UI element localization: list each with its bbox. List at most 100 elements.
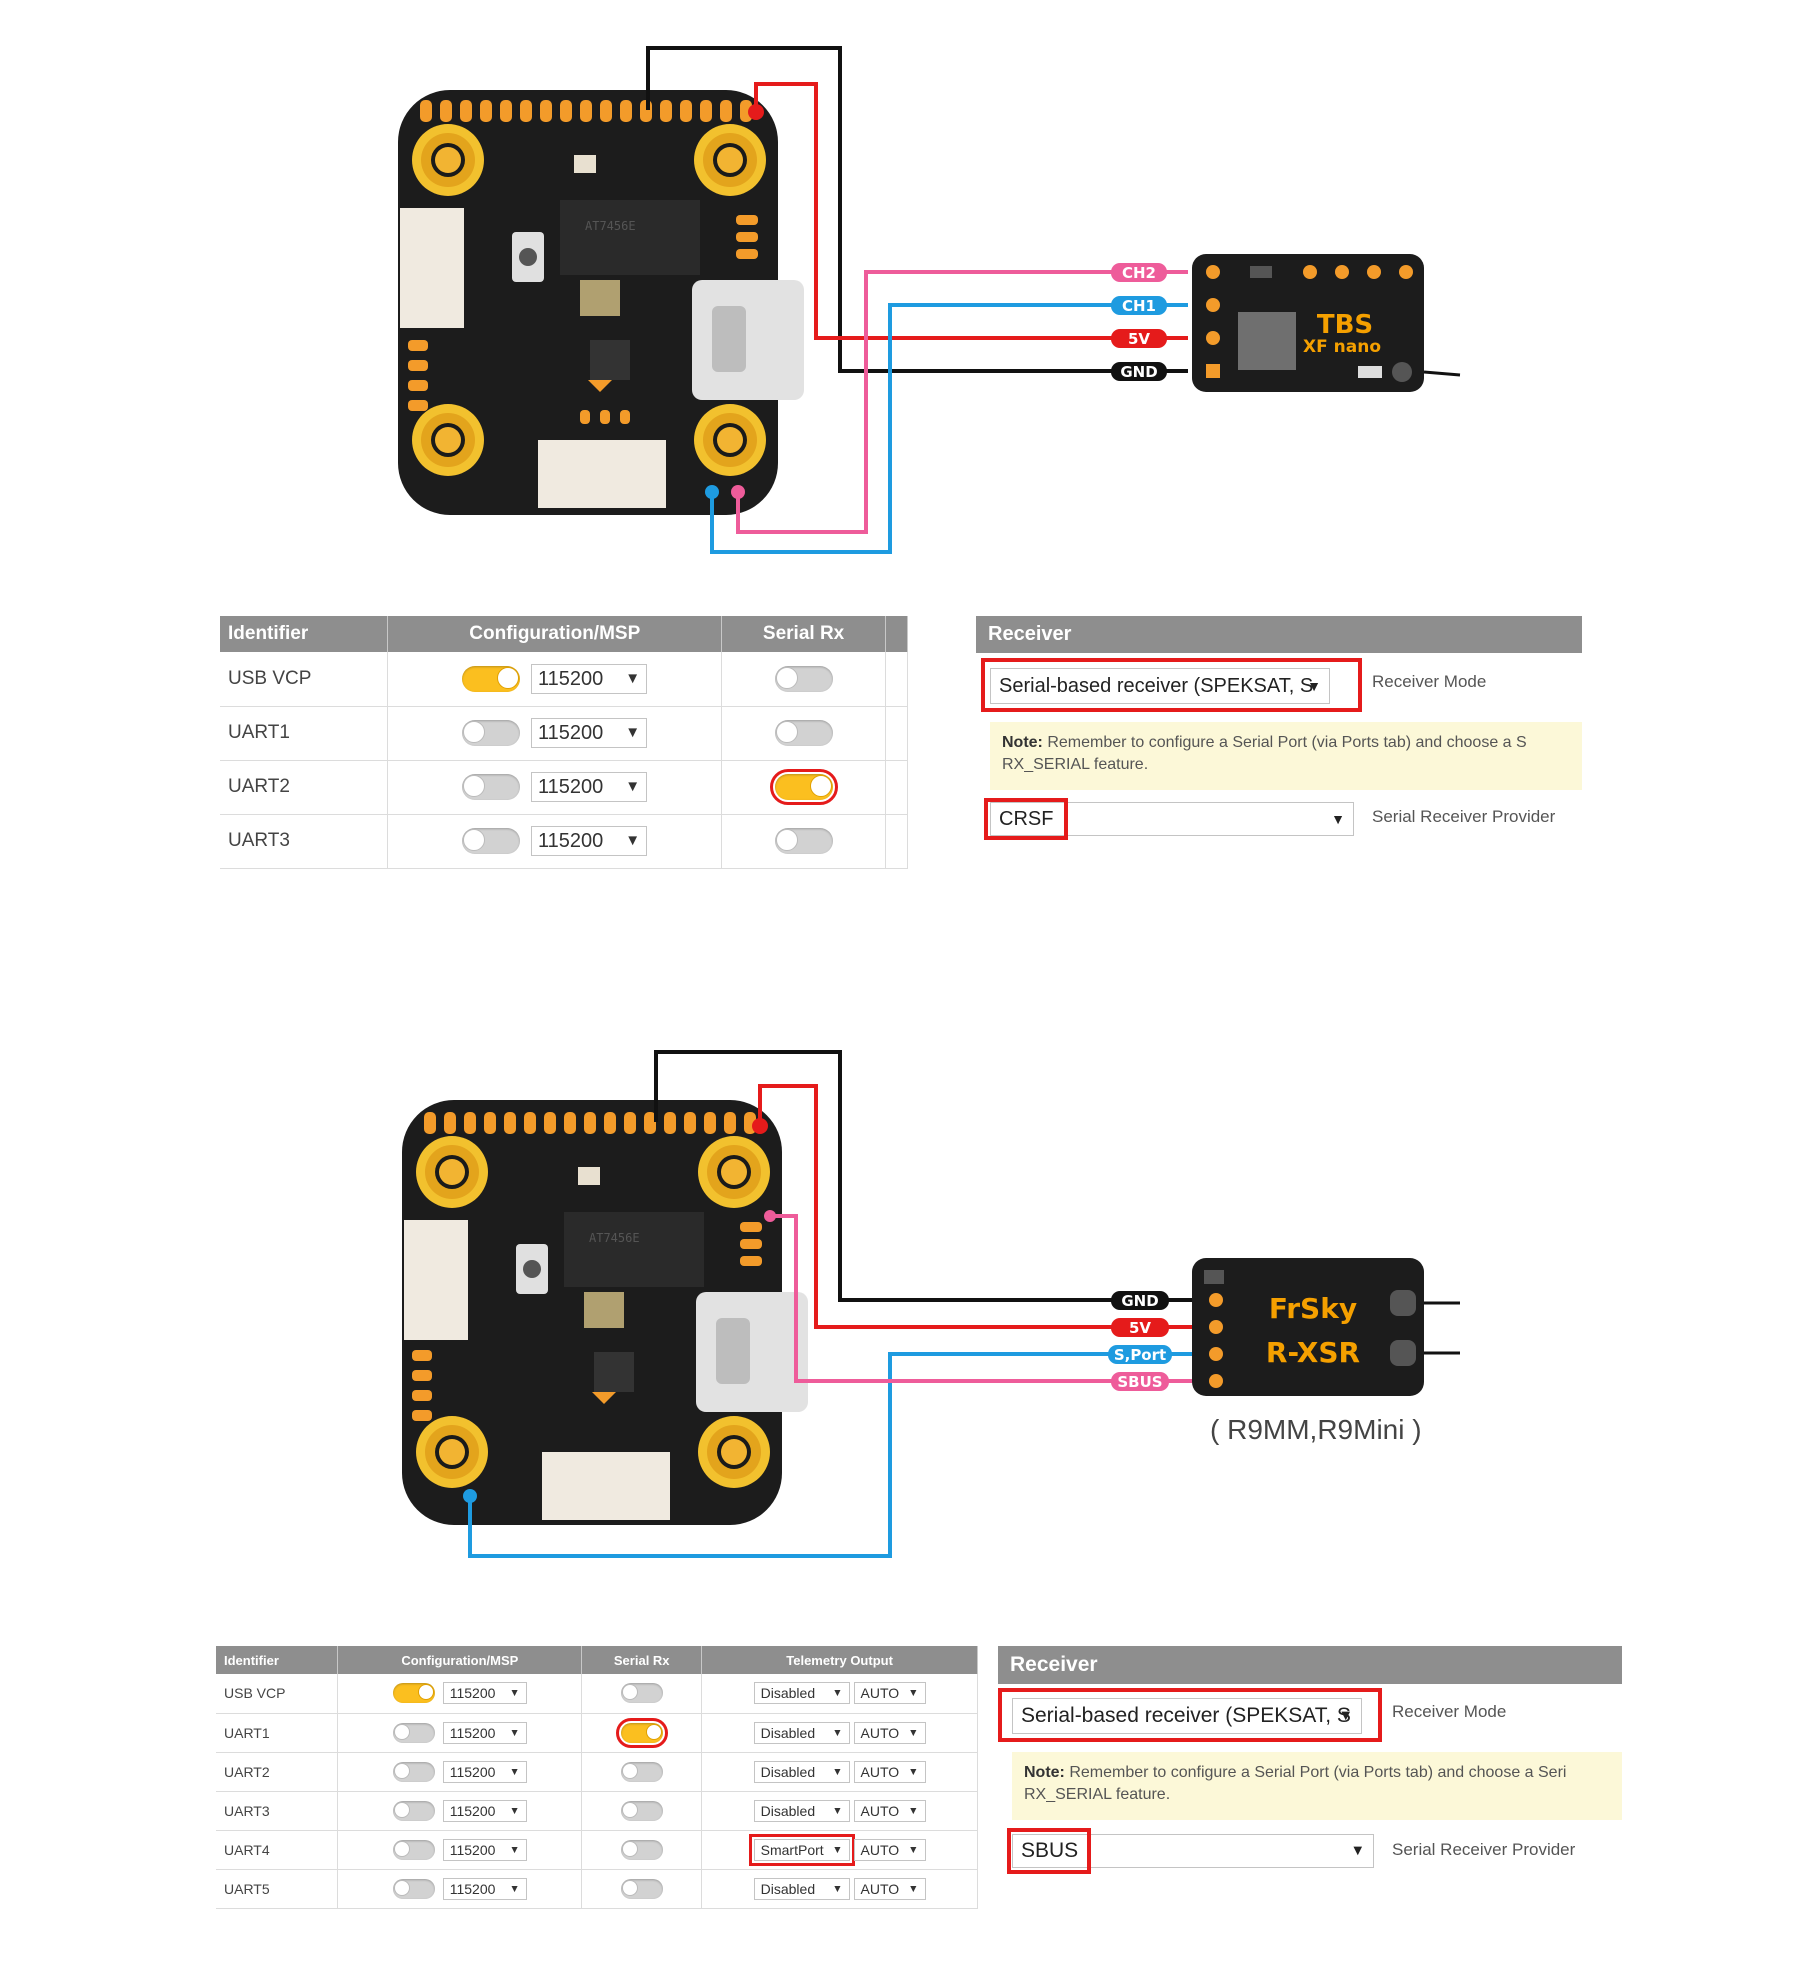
- baud-rate-select[interactable]: 115200▼: [531, 663, 648, 694]
- toggle-knob: [621, 1840, 638, 1857]
- port-row: UART2 115200▼Disabled▼ AUTO▼: [216, 1752, 978, 1792]
- toggle-off[interactable]: [392, 1761, 435, 1782]
- svg-text:AT7456E: AT7456E: [589, 1231, 640, 1245]
- toggle-on[interactable]: [615, 1717, 668, 1748]
- toggle-knob: [393, 1840, 410, 1857]
- pin-sbus-label: SBUS: [1117, 1373, 1162, 1391]
- toggle-off[interactable]: [620, 1878, 663, 1899]
- toggle-knob: [463, 829, 486, 851]
- toggle-on[interactable]: [769, 769, 838, 805]
- port-row: UART1 115200▼Disabled▼ AUTO▼: [216, 1713, 978, 1753]
- telemetry-cell: Disabled▼ AUTO▼: [701, 1752, 978, 1792]
- telemetry-baud-select[interactable]: AUTO▼: [853, 1760, 926, 1783]
- config-msp-cell: 115200▼: [337, 1830, 583, 1870]
- toggle-off[interactable]: [462, 828, 521, 854]
- ports-table-1: Identifier Configuration/MSP Serial Rx U…: [220, 616, 908, 869]
- baud-rate-select[interactable]: 115200▼: [442, 1721, 527, 1744]
- toggle-off[interactable]: [774, 665, 833, 692]
- toggle-off[interactable]: [620, 1800, 663, 1821]
- telemetry-select[interactable]: Disabled▼: [753, 1682, 850, 1705]
- telemetry-baud-select[interactable]: AUTO▼: [853, 1799, 926, 1822]
- port-identifier: UART3: [220, 814, 389, 869]
- baud-rate-select[interactable]: 115200▼: [531, 772, 648, 802]
- serial-rx-cell: [721, 814, 886, 869]
- telemetry-baud-select[interactable]: AUTO▼: [853, 1721, 926, 1744]
- toggle-on[interactable]: [462, 665, 521, 692]
- toggle-off[interactable]: [620, 1839, 663, 1860]
- toggle-on[interactable]: [392, 1683, 435, 1704]
- toggle-off[interactable]: [392, 1839, 435, 1860]
- wires-2: [468, 1050, 1192, 1558]
- toggle-knob: [621, 1879, 638, 1896]
- chevron-down-icon: ▼: [625, 832, 641, 849]
- toggle-knob: [497, 666, 520, 689]
- chevron-down-icon: ▼: [908, 1726, 919, 1739]
- serial-receiver-provider-select[interactable]: SBUS▼: [1012, 1834, 1374, 1868]
- telemetry-select[interactable]: SmartPort▼: [748, 1833, 855, 1866]
- chevron-down-icon: ▼: [509, 1843, 520, 1856]
- col-identifier: Identifier: [220, 616, 389, 652]
- toggle-off[interactable]: [462, 774, 521, 800]
- pin-ch1-label: CH1: [1122, 297, 1156, 315]
- port-row: UART2 115200▼: [220, 760, 908, 815]
- port-identifier: UART2: [220, 760, 389, 815]
- col-telemetry-output: Telemetry Output: [701, 1646, 978, 1674]
- pin-labels-1: CH2 CH1 5V GND: [1111, 263, 1167, 381]
- chevron-down-icon: ▼: [509, 1765, 520, 1778]
- col-config-msp: Configuration/MSP: [387, 616, 723, 652]
- serial-rx-cell: [581, 1869, 703, 1909]
- serial-rx-cell: [581, 1713, 703, 1753]
- toggle-off[interactable]: [392, 1878, 435, 1899]
- baud-rate-select[interactable]: 115200▼: [531, 718, 648, 748]
- chevron-down-icon: ▼: [908, 1843, 919, 1856]
- toggle-off[interactable]: [392, 1722, 435, 1743]
- ports-table-2: Identifier Configuration/MSP Serial Rx T…: [216, 1646, 978, 1909]
- config-msp-cell: 115200▼: [337, 1713, 583, 1753]
- frsky-logo-text: FrSky: [1269, 1292, 1357, 1325]
- serial-rx-cell: [721, 760, 886, 815]
- telemetry-select[interactable]: Disabled▼: [753, 1799, 850, 1822]
- baud-rate-select[interactable]: 115200▼: [531, 826, 648, 856]
- receiver-mode-select[interactable]: Serial-based receiver (SPEKSAT, S▼: [1012, 1698, 1362, 1734]
- toggle-off[interactable]: [392, 1800, 435, 1821]
- telemetry-select[interactable]: Disabled▼: [753, 1721, 850, 1744]
- chevron-down-icon: ▼: [509, 1804, 520, 1817]
- telemetry-select[interactable]: Disabled▼: [753, 1760, 850, 1783]
- serial-port-note: Note: Remember to configure a Serial Por…: [1012, 1752, 1622, 1820]
- provider-label: Serial Receiver Provider: [1372, 807, 1556, 826]
- toggle-off[interactable]: [774, 720, 833, 746]
- chevron-down-icon: ▼: [1350, 1843, 1365, 1859]
- toggle-off[interactable]: [620, 1761, 663, 1782]
- highlight-box: [981, 658, 1362, 712]
- pin-5v-label: 5V: [1128, 330, 1150, 348]
- baud-rate-select[interactable]: 115200▼: [442, 1799, 527, 1822]
- receiver-compat-caption: ( R9MM,R9Mini ): [1210, 1414, 1422, 1445]
- telemetry-cell: SmartPort▼ AUTO▼: [701, 1830, 978, 1870]
- receiver-mode-select[interactable]: Serial-based receiver (SPEKSAT, S▼: [990, 668, 1330, 704]
- port-identifier: UART3: [216, 1791, 339, 1831]
- toggle-knob: [393, 1762, 410, 1779]
- telemetry-baud-select[interactable]: AUTO▼: [853, 1877, 926, 1900]
- port-row: UART5 115200▼Disabled▼ AUTO▼: [216, 1869, 978, 1909]
- toggle-off[interactable]: [774, 828, 833, 854]
- serial-receiver-provider-select[interactable]: CRSF▼: [990, 802, 1354, 836]
- telemetry-baud-select[interactable]: AUTO▼: [853, 1682, 926, 1705]
- serial-rx-cell: [721, 706, 886, 761]
- pin-5v-label: 5V: [1129, 1319, 1151, 1337]
- col-serial-rx: Serial Rx: [581, 1646, 703, 1674]
- baud-rate-select[interactable]: 115200▼: [442, 1682, 527, 1705]
- toggle-off[interactable]: [462, 720, 521, 746]
- receiver-panel-2: Receiver Serial-based receiver (SPEKSAT,…: [998, 1646, 1622, 1874]
- toggle-knob: [775, 829, 798, 851]
- col-config-msp: Configuration/MSP: [337, 1646, 583, 1674]
- baud-rate-select[interactable]: 115200▼: [442, 1838, 527, 1861]
- baud-rate-select[interactable]: 115200▼: [442, 1877, 527, 1900]
- port-identifier: USB VCP: [220, 652, 389, 707]
- port-identifier: UART4: [216, 1830, 339, 1870]
- telemetry-select[interactable]: Disabled▼: [753, 1877, 850, 1900]
- baud-rate-select[interactable]: 115200▼: [442, 1760, 527, 1783]
- chevron-down-icon: ▼: [908, 1882, 919, 1895]
- toggle-off[interactable]: [620, 1683, 663, 1704]
- telemetry-baud-select[interactable]: AUTO▼: [853, 1838, 926, 1861]
